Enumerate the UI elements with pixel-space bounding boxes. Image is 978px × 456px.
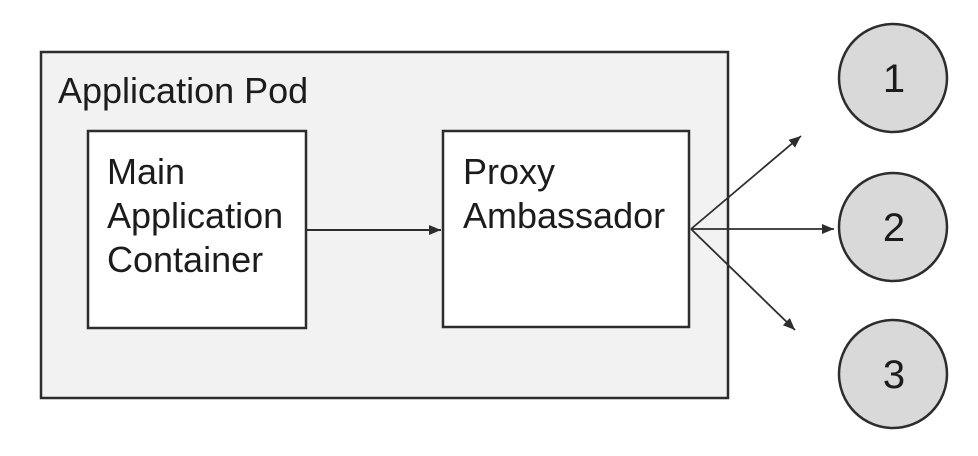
main-node-label-line-3: Container <box>107 239 263 280</box>
endpoint-1-circle <box>837 22 949 134</box>
main-application-container-node <box>86 129 308 330</box>
endpoint-3: 3 <box>837 318 949 430</box>
main-node-label-line-1: Main <box>107 151 185 192</box>
proxy-ambassador-node <box>441 129 691 329</box>
endpoint-2-circle <box>837 171 949 283</box>
main-node-label-line-2: Application <box>107 195 283 236</box>
arrow-proxy-to-endpoint-1 <box>690 135 802 230</box>
endpoint-1-label: 1 <box>883 57 905 101</box>
application-pod-label: Application Pod <box>58 70 308 111</box>
endpoint-3-label: 3 <box>883 353 905 397</box>
proxy-node-label-line-2: Ambassador <box>463 195 665 236</box>
endpoint-1: 1 <box>837 22 949 134</box>
endpoint-3-circle <box>837 318 949 430</box>
arrow-proxy-to-endpoint-3 <box>690 228 796 331</box>
endpoint-2-label: 2 <box>883 206 905 250</box>
proxy-node-label-line-1: Proxy <box>463 151 555 192</box>
endpoint-2: 2 <box>837 171 949 283</box>
